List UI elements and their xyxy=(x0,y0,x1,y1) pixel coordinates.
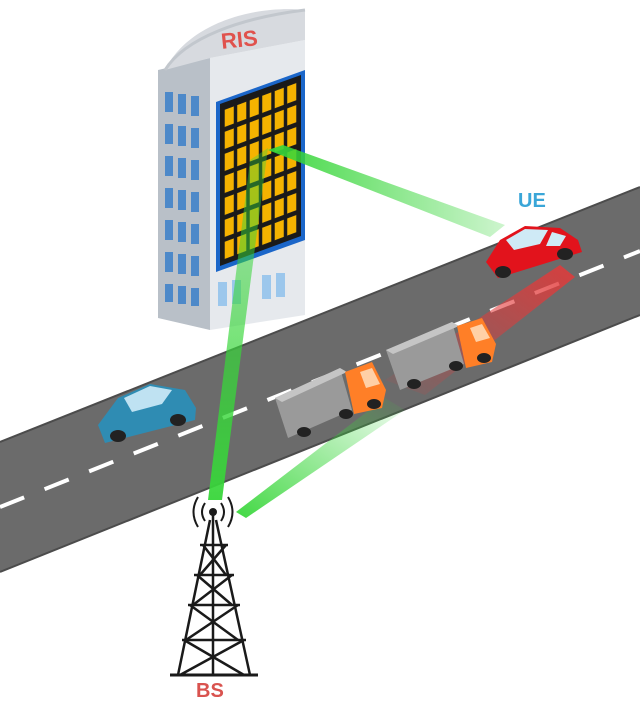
ris-cell xyxy=(286,126,297,149)
ris-label: RIS xyxy=(219,25,259,54)
ris-cell xyxy=(224,215,235,238)
ris-cell xyxy=(249,96,260,119)
ris-cell xyxy=(274,219,285,241)
tower-icon xyxy=(170,515,258,677)
ris-cell xyxy=(286,82,297,105)
ris-cell xyxy=(286,104,297,127)
ris-cell xyxy=(274,109,285,131)
ris-cell xyxy=(274,87,285,109)
ris-cell xyxy=(224,237,235,260)
ris-cell xyxy=(261,179,272,202)
ris-cell xyxy=(236,167,247,189)
ris-cell xyxy=(224,171,235,194)
ris-cell xyxy=(286,214,297,237)
ris-cell xyxy=(224,149,235,172)
beam-bs-to-ris xyxy=(208,148,268,500)
ris-cell xyxy=(286,192,297,215)
ris-cell xyxy=(274,197,285,219)
ris-cell xyxy=(274,153,285,175)
ris-cell xyxy=(236,145,247,167)
truck-icon-2 xyxy=(386,318,496,390)
ris-cell xyxy=(236,101,247,123)
ris-cell xyxy=(224,105,235,128)
ris-cell xyxy=(224,127,235,150)
ris-cell xyxy=(261,223,272,246)
beam-bs-to-road xyxy=(236,398,405,518)
ris-cell xyxy=(274,175,285,197)
ris-cell xyxy=(261,113,272,136)
ris-cell xyxy=(236,123,247,145)
signal-waves-icon xyxy=(192,496,234,528)
blue-car-icon xyxy=(98,384,196,443)
ris-cell xyxy=(286,170,297,193)
beam-ris-to-ue xyxy=(268,145,505,237)
ris-cell xyxy=(224,193,235,216)
truck-icon-1 xyxy=(275,362,386,438)
ue-car-icon xyxy=(486,226,582,278)
ris-cell xyxy=(249,118,260,141)
ris-cell xyxy=(261,91,272,114)
ris-cell xyxy=(261,201,272,224)
bs-label: BS xyxy=(196,680,224,702)
ue-label: UE xyxy=(518,190,546,212)
